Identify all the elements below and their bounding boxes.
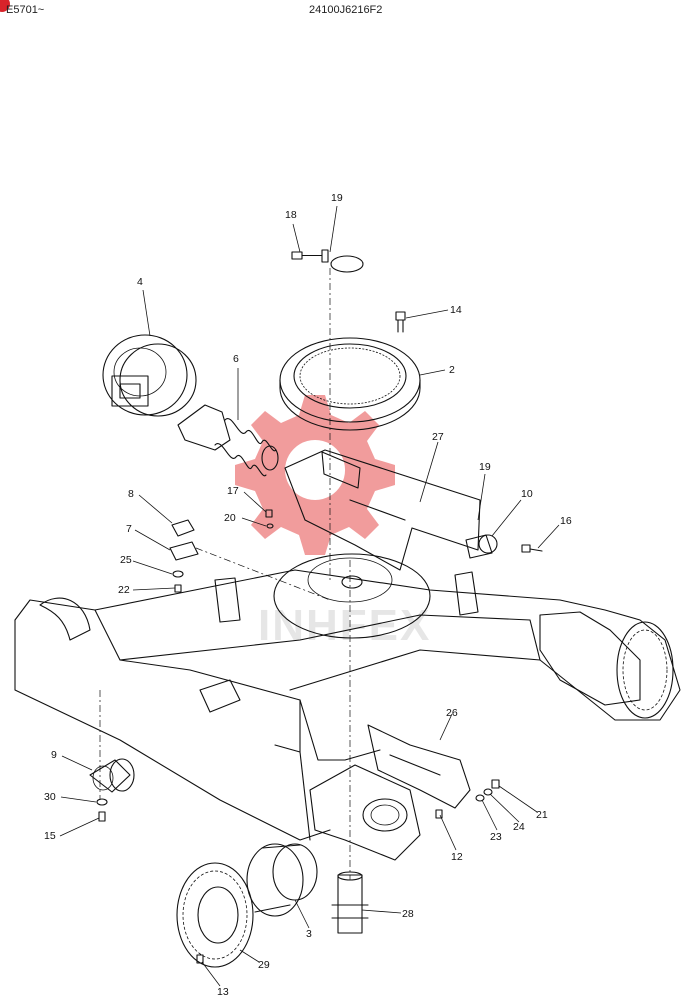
leader-lines — [59, 205, 560, 987]
bolt-12 — [435, 809, 443, 819]
callout-3: 3 — [306, 928, 312, 940]
bolt-21 — [491, 779, 500, 789]
callout-21: 21 — [536, 809, 548, 821]
callout-28: 28 — [402, 908, 414, 920]
callout-23: 23 — [490, 831, 502, 843]
upper-frame-27 — [284, 449, 481, 571]
watermark-logo: INHFEX — [235, 395, 431, 650]
callout-19-right: 19 — [479, 461, 491, 473]
callout-24: 24 — [513, 821, 525, 833]
callout-14: 14 — [450, 304, 462, 316]
washer-20 — [266, 523, 274, 529]
bolt-18 — [291, 249, 329, 263]
callout-18: 18 — [285, 209, 297, 221]
plate-7 — [169, 541, 199, 561]
callout-17: 17 — [227, 485, 239, 497]
plate-8 — [171, 519, 195, 537]
callout-8: 8 — [128, 488, 134, 500]
bolt-17 — [265, 509, 273, 518]
sprocket-right — [616, 621, 674, 719]
bolt-14 — [395, 311, 406, 333]
swivel-joint-28 — [331, 871, 369, 934]
bolt-16 — [521, 544, 543, 553]
callout-9: 9 — [51, 749, 57, 761]
watermark-text: INHFEX — [258, 601, 431, 650]
part-code-label: 24100J6216F2 — [309, 4, 383, 16]
washer-23 — [475, 794, 485, 802]
serial-range-label: E5701~ — [6, 4, 45, 16]
callout-labels: 18 19 14 2 4 6 27 19 10 16 17 20 8 7 25 … — [44, 192, 572, 998]
washer-25 — [172, 570, 184, 578]
bolt-13 — [196, 954, 204, 964]
shim-ring-19 — [330, 255, 364, 273]
recoil-spring-6 — [177, 404, 279, 477]
travel-motor-3 — [246, 843, 318, 917]
callout-10: 10 — [521, 488, 533, 500]
bolt-22 — [174, 584, 182, 593]
callout-7: 7 — [126, 523, 132, 535]
callout-12: 12 — [451, 851, 463, 863]
callout-16: 16 — [560, 515, 572, 527]
washer-24 — [483, 788, 493, 796]
callout-30: 30 — [44, 791, 56, 803]
callout-19-top: 19 — [331, 192, 343, 204]
callout-26: 26 — [446, 707, 458, 719]
pin-10 — [465, 534, 498, 559]
callout-6: 6 — [233, 353, 239, 365]
washer-30 — [96, 798, 108, 806]
callout-29: 29 — [258, 959, 270, 971]
callout-20: 20 — [224, 512, 236, 524]
front-idler-4 — [102, 334, 197, 417]
centerline-plate — [195, 547, 331, 601]
callout-27: 27 — [432, 431, 444, 443]
callout-25: 25 — [120, 554, 132, 566]
slewing-bearing-2 — [279, 337, 421, 431]
callout-2: 2 — [449, 364, 455, 376]
callout-4: 4 — [137, 276, 143, 288]
bolt-15 — [98, 811, 106, 822]
callout-13: 13 — [217, 986, 229, 998]
sprocket-29 — [176, 862, 254, 968]
callout-22: 22 — [118, 584, 130, 596]
cover-26 — [367, 724, 471, 809]
track-roller-9 — [89, 758, 135, 793]
callout-15: 15 — [44, 830, 56, 842]
track-frame — [14, 553, 681, 841]
motor-housing — [309, 764, 421, 861]
corner-red-mark — [0, 0, 10, 12]
